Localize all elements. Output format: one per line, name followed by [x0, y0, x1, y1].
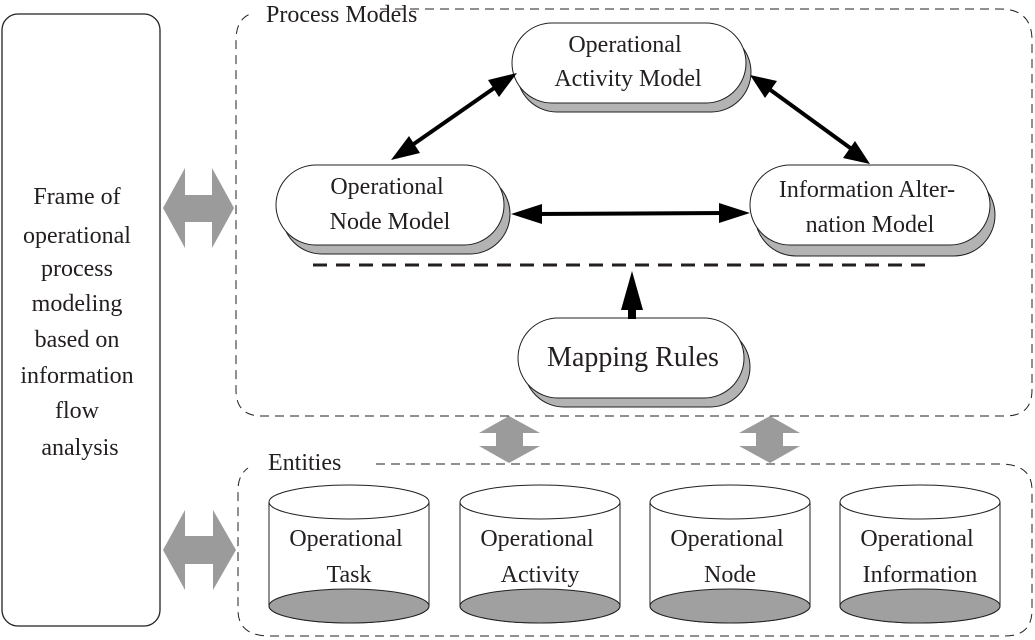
- label-line: Operational: [330, 174, 444, 200]
- frame-label-line: modeling: [32, 291, 123, 317]
- frame-label: Frame of operational process modeling ba…: [20, 184, 139, 461]
- operational-activity-model-label: Operational Activity Model: [554, 32, 702, 92]
- process-models-title: Process Models: [266, 2, 417, 28]
- mapping-rules-node[interactable]: Mapping Rules: [517, 317, 751, 408]
- operational-activity-model-node[interactable]: Operational Activity Model: [511, 22, 752, 113]
- entity-cylinder-activity[interactable]: Operational Activity: [459, 484, 621, 624]
- entity-label: Operational Activity: [480, 526, 599, 588]
- process-entities-arrow-right: [739, 416, 800, 463]
- entity-label: Operational Node: [670, 526, 789, 588]
- label-line: Activity Model: [554, 66, 702, 92]
- operational-node-model-label: Operational Node Model: [330, 174, 451, 235]
- label-line: Task: [327, 562, 372, 588]
- frame-to-process-arrow: [163, 168, 234, 248]
- label-line: Information Alter-: [779, 177, 955, 203]
- frame-box: Frame of operational process modeling ba…: [1, 13, 161, 627]
- process-entities-arrow-left: [479, 416, 540, 463]
- information-alternation-model-node[interactable]: Information Alter- nation Model: [749, 164, 996, 257]
- frame-label-line: Frame of: [33, 184, 120, 210]
- entities-title: Entities: [268, 450, 341, 476]
- entity-label: Operational Task: [289, 526, 408, 588]
- arrow-activity-info: [750, 75, 870, 164]
- label-line: Node: [704, 562, 756, 588]
- entity-label: Operational Information: [860, 526, 979, 588]
- operational-node-model-node[interactable]: Operational Node Model: [275, 164, 511, 255]
- label-line: Operational: [289, 526, 403, 552]
- entity-cylinder-node[interactable]: Operational Node: [649, 484, 811, 624]
- mapping-rules-label: Mapping Rules: [547, 342, 719, 373]
- arrow-mapping-up: [621, 271, 643, 319]
- label-line: Operational: [670, 526, 784, 552]
- frame-label-line: flow: [55, 398, 100, 424]
- label-line: Operational: [860, 526, 974, 552]
- label-line: Node Model: [330, 209, 451, 235]
- label-line: nation Model: [806, 212, 935, 238]
- information-alternation-model-label: Information Alter- nation Model: [779, 177, 961, 238]
- frame-label-line: analysis: [41, 435, 118, 461]
- frame-label-line: information: [20, 363, 133, 389]
- entity-cylinder-task[interactable]: Operational Task: [268, 484, 430, 624]
- label-line: Mapping Rules: [547, 342, 719, 373]
- label-line: Operational: [568, 32, 682, 58]
- label-line: Operational: [480, 526, 594, 552]
- arrow-node-info: [511, 203, 750, 224]
- label-line: Information: [863, 562, 978, 588]
- frame-label-line: process: [41, 256, 113, 282]
- process-models-container: Process Models: [235, 2, 1033, 417]
- frame-to-entities-arrow: [163, 510, 236, 590]
- entities-container: Entities: [237, 450, 1033, 637]
- arrow-node-activity: [391, 73, 517, 160]
- frame-label-line: operational: [23, 223, 131, 249]
- frame-label-line: based on: [35, 327, 120, 353]
- entity-cylinder-information[interactable]: Operational Information: [839, 484, 1001, 624]
- label-line: Activity: [501, 562, 580, 588]
